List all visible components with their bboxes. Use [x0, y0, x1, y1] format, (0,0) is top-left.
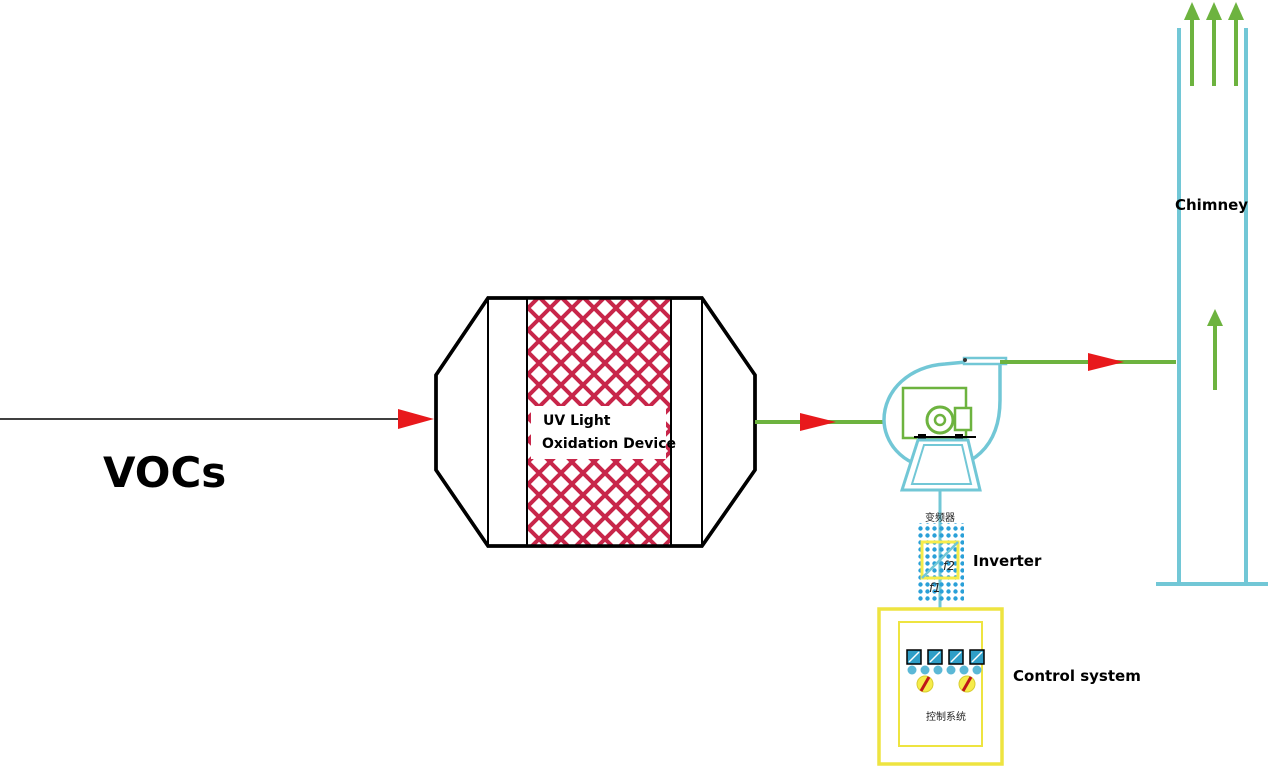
control-cabinet	[877, 607, 1004, 766]
control-knob-1	[916, 675, 934, 693]
chimney: Chimney	[1156, 2, 1268, 586]
chimney-label: Chimney	[1175, 196, 1248, 214]
inverter-label: Inverter	[973, 552, 1042, 570]
inverter-body	[917, 523, 964, 601]
control-meter-3	[948, 649, 964, 665]
control-meter-4	[969, 649, 985, 665]
control-knob-2	[958, 675, 976, 693]
inverter: 变频器 f2 f1 Inverter	[917, 511, 1042, 601]
uv-oxidation-device: UV Light Oxidation Device	[434, 296, 757, 548]
inverter-f1: f1	[929, 581, 941, 595]
inverter-f2: f2	[943, 559, 955, 573]
inverter-cn-label: 变频器	[925, 511, 955, 524]
control-meter-1	[906, 649, 922, 665]
device-label-line1: UV Light	[543, 413, 611, 429]
chimney-inlet-flow-arrow	[1088, 353, 1124, 371]
vocs-label: VOCs	[103, 448, 226, 497]
inlet-flow-arrow	[398, 409, 434, 429]
inverter-display	[920, 540, 960, 580]
control-meter-2	[927, 649, 943, 665]
device-label-line2: Oxidation Device	[542, 436, 676, 452]
control-system-label: Control system	[1013, 667, 1141, 685]
device-label-box	[531, 406, 666, 459]
centrifugal-fan	[882, 356, 1008, 492]
control-indicator-lights	[907, 665, 982, 675]
fan-inlet-flow-arrow	[800, 413, 836, 431]
control-system: 控制系统 Control system	[877, 607, 1141, 766]
control-panel	[898, 621, 983, 747]
control-cn-label: 控制系统	[926, 710, 966, 723]
